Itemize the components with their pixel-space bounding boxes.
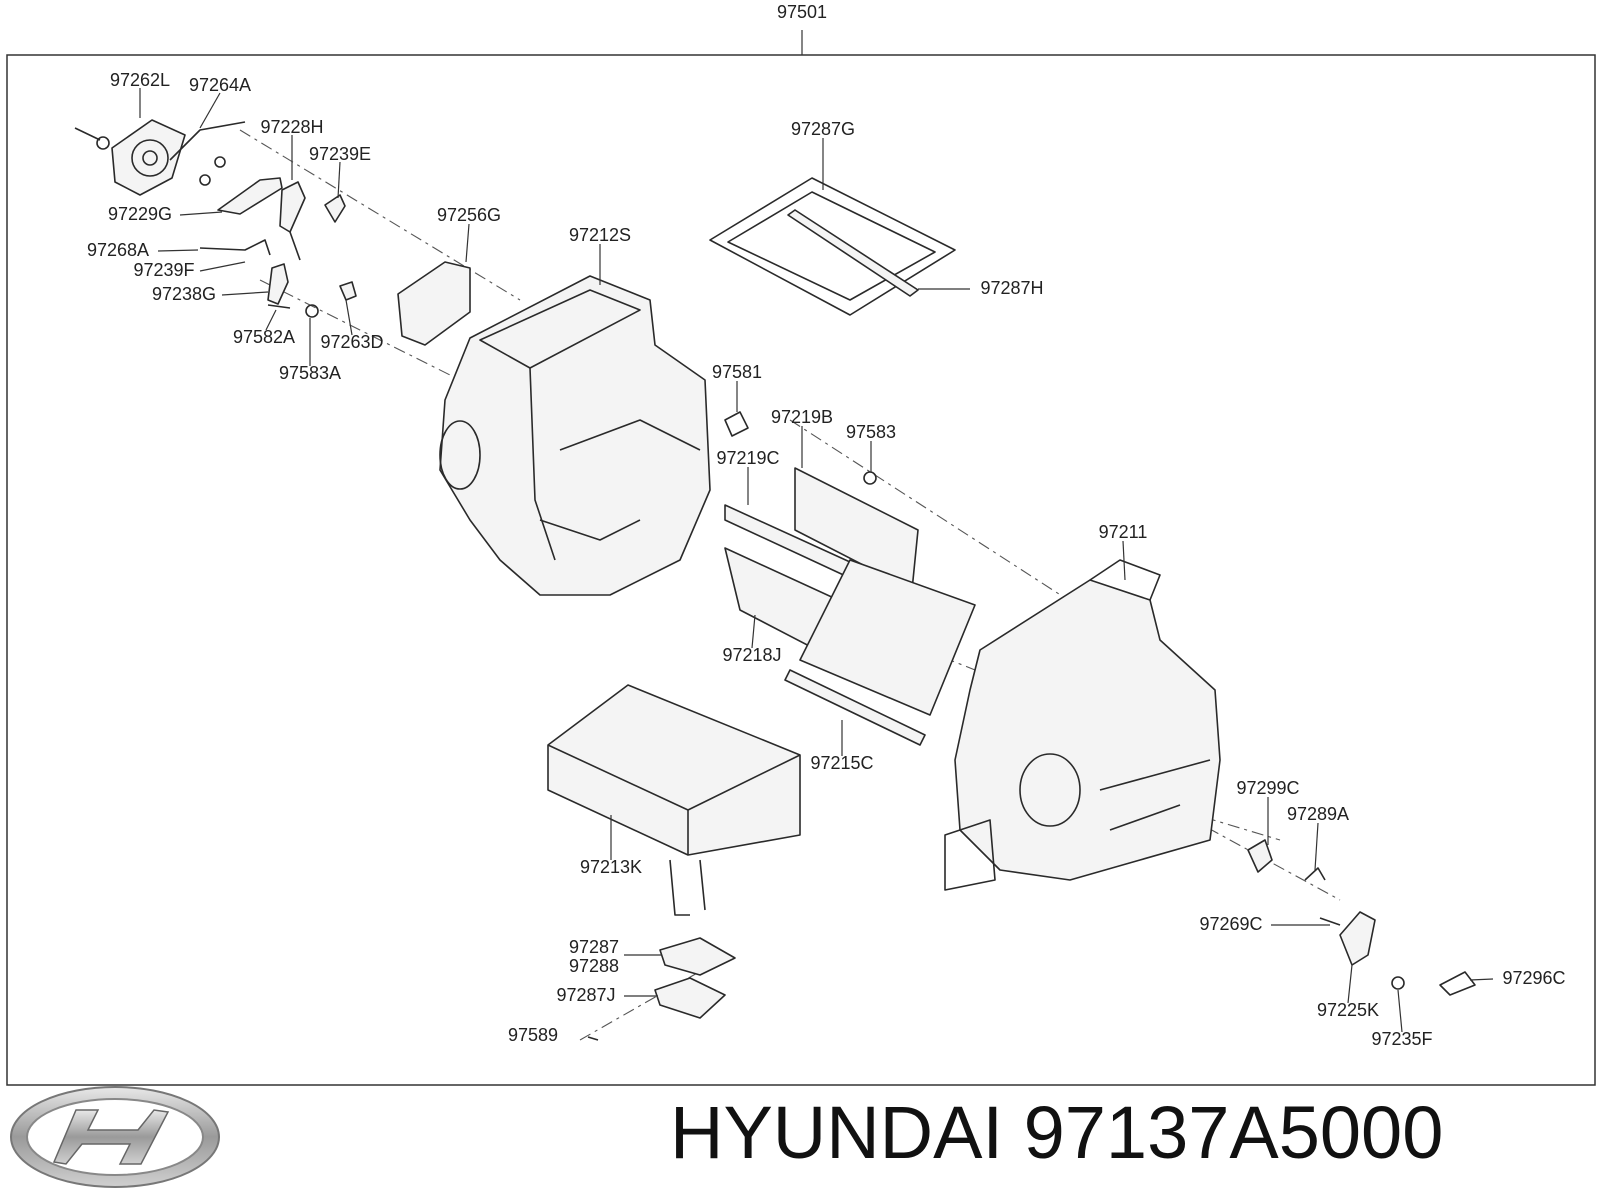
part-label-97238G: 97238G bbox=[152, 284, 216, 304]
diagram-frame bbox=[6, 54, 1596, 1086]
part-label-97213K: 97213K bbox=[580, 857, 642, 877]
hyundai-logo-icon bbox=[10, 1086, 220, 1188]
part-label-97215C: 97215C bbox=[810, 753, 873, 773]
part-label-97287J: 97287J bbox=[556, 985, 615, 1005]
part-label-97229G: 97229G bbox=[108, 204, 172, 224]
part-label-97289A: 97289A bbox=[1287, 804, 1349, 824]
brand-part-number: HYUNDAI 97137A5000 bbox=[670, 1096, 1590, 1170]
part-label-97235F: 97235F bbox=[1371, 1029, 1432, 1049]
part-label-97269C: 97269C bbox=[1199, 914, 1262, 934]
part-label-97239F: 97239F bbox=[133, 260, 194, 280]
part-label-97211: 97211 bbox=[1099, 522, 1148, 542]
case-97212S bbox=[439, 275, 711, 596]
cover-97256G bbox=[397, 261, 471, 346]
part-label-97268A: 97268A bbox=[87, 240, 149, 260]
part-label-97239E: 97239E bbox=[309, 144, 371, 164]
leader-lines bbox=[139, 88, 1494, 1033]
part-label-97589: 97589 bbox=[508, 1025, 558, 1045]
part-label-97583A: 97583A bbox=[279, 363, 341, 383]
part-label-97218J: 97218J bbox=[722, 645, 781, 665]
filter-97287G bbox=[709, 177, 956, 316]
small-parts-right bbox=[1247, 839, 1476, 996]
brand-name: HYUNDAI bbox=[670, 1091, 1004, 1174]
part-label-97582A: 97582A bbox=[233, 327, 295, 347]
part-label-97263D: 97263D bbox=[320, 332, 383, 352]
part-label-97256G: 97256G bbox=[437, 205, 501, 225]
part-label-97262L: 97262L bbox=[110, 70, 170, 90]
actuator-97262L bbox=[111, 119, 186, 196]
part-number: 97137A5000 bbox=[1023, 1091, 1444, 1174]
case-97211 bbox=[944, 559, 1221, 891]
part-label-97287H: 97287H bbox=[980, 278, 1043, 298]
heater-core-97213K bbox=[547, 684, 801, 916]
actuator-cluster bbox=[74, 119, 357, 318]
part-label-97288: 97288 bbox=[569, 956, 619, 976]
part-label-97219C: 97219C bbox=[716, 448, 779, 468]
part-label-97225K: 97225K bbox=[1317, 1000, 1379, 1020]
doors-center bbox=[724, 411, 976, 746]
part-label-97219B: 97219B bbox=[771, 407, 833, 427]
part-label-97287G: 97287G bbox=[791, 119, 855, 139]
part-label-97287: 97287 bbox=[569, 937, 619, 957]
assembly-label: 97501 bbox=[777, 2, 827, 22]
part-label-97299C: 97299C bbox=[1236, 778, 1299, 798]
gaskets-bottom bbox=[587, 937, 736, 1041]
part-label-97228H: 97228H bbox=[260, 117, 323, 137]
part-label-97296C: 97296C bbox=[1502, 968, 1565, 988]
plate-97229G bbox=[217, 177, 283, 215]
part-label-97264A: 97264A bbox=[189, 75, 251, 95]
part-label-97581: 97581 bbox=[712, 362, 762, 382]
part-label-97212S: 97212S bbox=[569, 225, 631, 245]
part-label-97583: 97583 bbox=[846, 422, 896, 442]
